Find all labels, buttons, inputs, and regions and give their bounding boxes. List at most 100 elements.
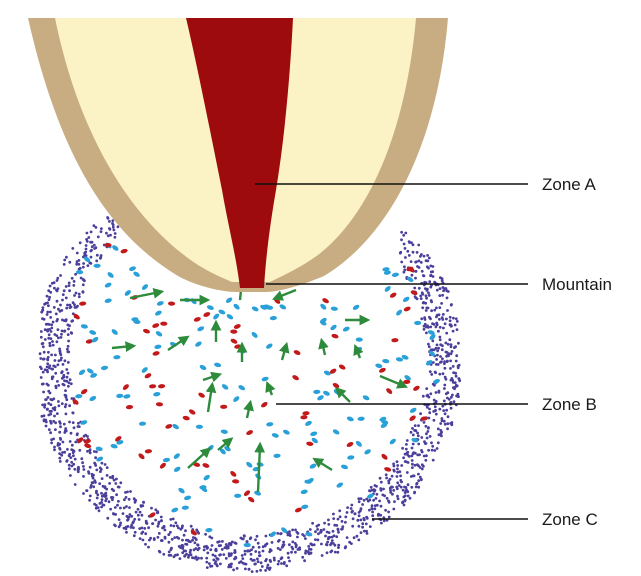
cell-dot-icon xyxy=(47,351,50,354)
cell-dot-icon xyxy=(457,366,460,369)
cell-dot-icon xyxy=(110,496,113,499)
cell-dot-icon xyxy=(341,520,344,523)
cell-dot-icon xyxy=(443,400,446,403)
cell-dot-icon xyxy=(109,476,112,479)
cell-dot-icon xyxy=(449,360,452,363)
cell-dot-icon xyxy=(148,539,151,542)
cell-dot-icon xyxy=(86,232,89,235)
cell-dot-icon xyxy=(89,241,92,244)
cell-dot-icon xyxy=(126,405,134,410)
cell-dot-icon xyxy=(443,420,446,423)
cell-dot-icon xyxy=(262,545,265,548)
cell-dot-icon xyxy=(281,556,284,559)
cell-dot-icon xyxy=(252,546,255,549)
cell-dot-icon xyxy=(458,364,461,367)
cell-dot-icon xyxy=(71,444,74,447)
cell-dot-icon xyxy=(379,477,382,480)
cell-dot-icon xyxy=(116,504,119,507)
cell-dot-icon xyxy=(438,294,441,297)
cell-dot-icon xyxy=(431,322,434,325)
cell-dot-icon xyxy=(76,252,79,255)
cell-dot-icon xyxy=(435,358,438,361)
cell-dot-icon xyxy=(391,338,398,343)
cell-dot-icon xyxy=(169,531,172,534)
cell-dot-icon xyxy=(369,525,372,528)
cell-dot-icon xyxy=(439,287,442,290)
cell-dot-icon xyxy=(208,562,211,565)
cell-dot-icon xyxy=(396,475,399,478)
cell-dot-icon xyxy=(335,535,338,538)
cell-dot-icon xyxy=(128,498,131,501)
cell-dot-icon xyxy=(258,551,261,554)
cell-dot-icon xyxy=(51,282,54,285)
cell-dot-icon xyxy=(257,542,260,545)
cell-dot-icon xyxy=(417,473,420,476)
cell-dot-icon xyxy=(294,542,297,545)
cell-dot-icon xyxy=(420,478,423,481)
cell-dot-icon xyxy=(134,531,137,534)
cell-dot-icon xyxy=(406,471,409,474)
cell-dot-icon xyxy=(409,407,417,414)
cell-dot-icon xyxy=(88,472,91,475)
cell-dot-icon xyxy=(56,380,59,383)
cell-dot-icon xyxy=(79,241,82,244)
cell-dot-icon xyxy=(205,528,213,533)
cell-dot-icon xyxy=(50,330,53,333)
cell-dot-icon xyxy=(168,551,171,554)
cell-dot-icon xyxy=(435,326,438,329)
cell-dot-icon xyxy=(56,318,59,321)
cell-dot-icon xyxy=(145,449,153,454)
cell-dot-icon xyxy=(125,531,128,534)
cell-dot-icon xyxy=(86,450,89,453)
cell-dot-icon xyxy=(125,496,128,499)
cell-dot-icon xyxy=(433,419,436,422)
cell-dot-icon xyxy=(126,516,129,519)
cell-dot-icon xyxy=(422,302,425,305)
cell-dot-icon xyxy=(112,223,115,226)
cell-dot-icon xyxy=(45,425,48,428)
cell-dot-icon xyxy=(370,507,373,510)
cell-dot-icon xyxy=(50,337,53,340)
cell-dot-icon xyxy=(41,415,44,418)
cell-dot-icon xyxy=(89,495,92,498)
cell-dot-icon xyxy=(222,553,225,556)
cell-dot-icon xyxy=(268,550,271,553)
cell-dot-icon xyxy=(158,384,166,389)
cell-dot-icon xyxy=(395,486,398,489)
cell-dot-icon xyxy=(59,460,62,463)
cell-dot-icon xyxy=(67,340,70,343)
cell-dot-icon xyxy=(90,231,93,234)
cell-dot-icon xyxy=(243,489,251,497)
cell-dot-icon xyxy=(417,244,420,247)
cell-dot-icon xyxy=(337,518,340,521)
cell-dot-icon xyxy=(67,333,70,336)
cell-dot-icon xyxy=(82,266,85,269)
cell-dot-icon xyxy=(421,306,424,309)
cell-dot-icon xyxy=(57,308,60,311)
cell-dot-icon xyxy=(77,469,80,472)
cell-dot-icon xyxy=(50,442,53,445)
cell-dot-icon xyxy=(111,328,119,336)
cell-dot-icon xyxy=(64,389,67,392)
cell-dot-icon xyxy=(444,412,447,415)
cell-dot-icon xyxy=(417,464,420,467)
cell-dot-icon xyxy=(105,232,108,235)
cell-dot-icon xyxy=(429,435,432,438)
cell-dot-icon xyxy=(140,532,143,535)
cell-dot-icon xyxy=(243,534,246,537)
cell-dot-icon xyxy=(82,291,85,294)
cell-dot-icon xyxy=(388,516,391,519)
cell-dot-icon xyxy=(92,485,95,488)
cell-dot-icon xyxy=(287,556,290,559)
cell-dot-icon xyxy=(455,317,458,320)
cell-dot-icon xyxy=(448,338,451,341)
cell-dot-icon xyxy=(195,556,198,559)
cell-dot-icon xyxy=(305,531,313,537)
cell-dot-icon xyxy=(456,385,459,388)
cell-dot-icon xyxy=(337,546,340,549)
cell-dot-icon xyxy=(410,260,413,263)
cell-dot-icon xyxy=(414,277,417,280)
cell-dot-icon xyxy=(52,420,55,423)
cell-dot-icon xyxy=(340,464,348,470)
